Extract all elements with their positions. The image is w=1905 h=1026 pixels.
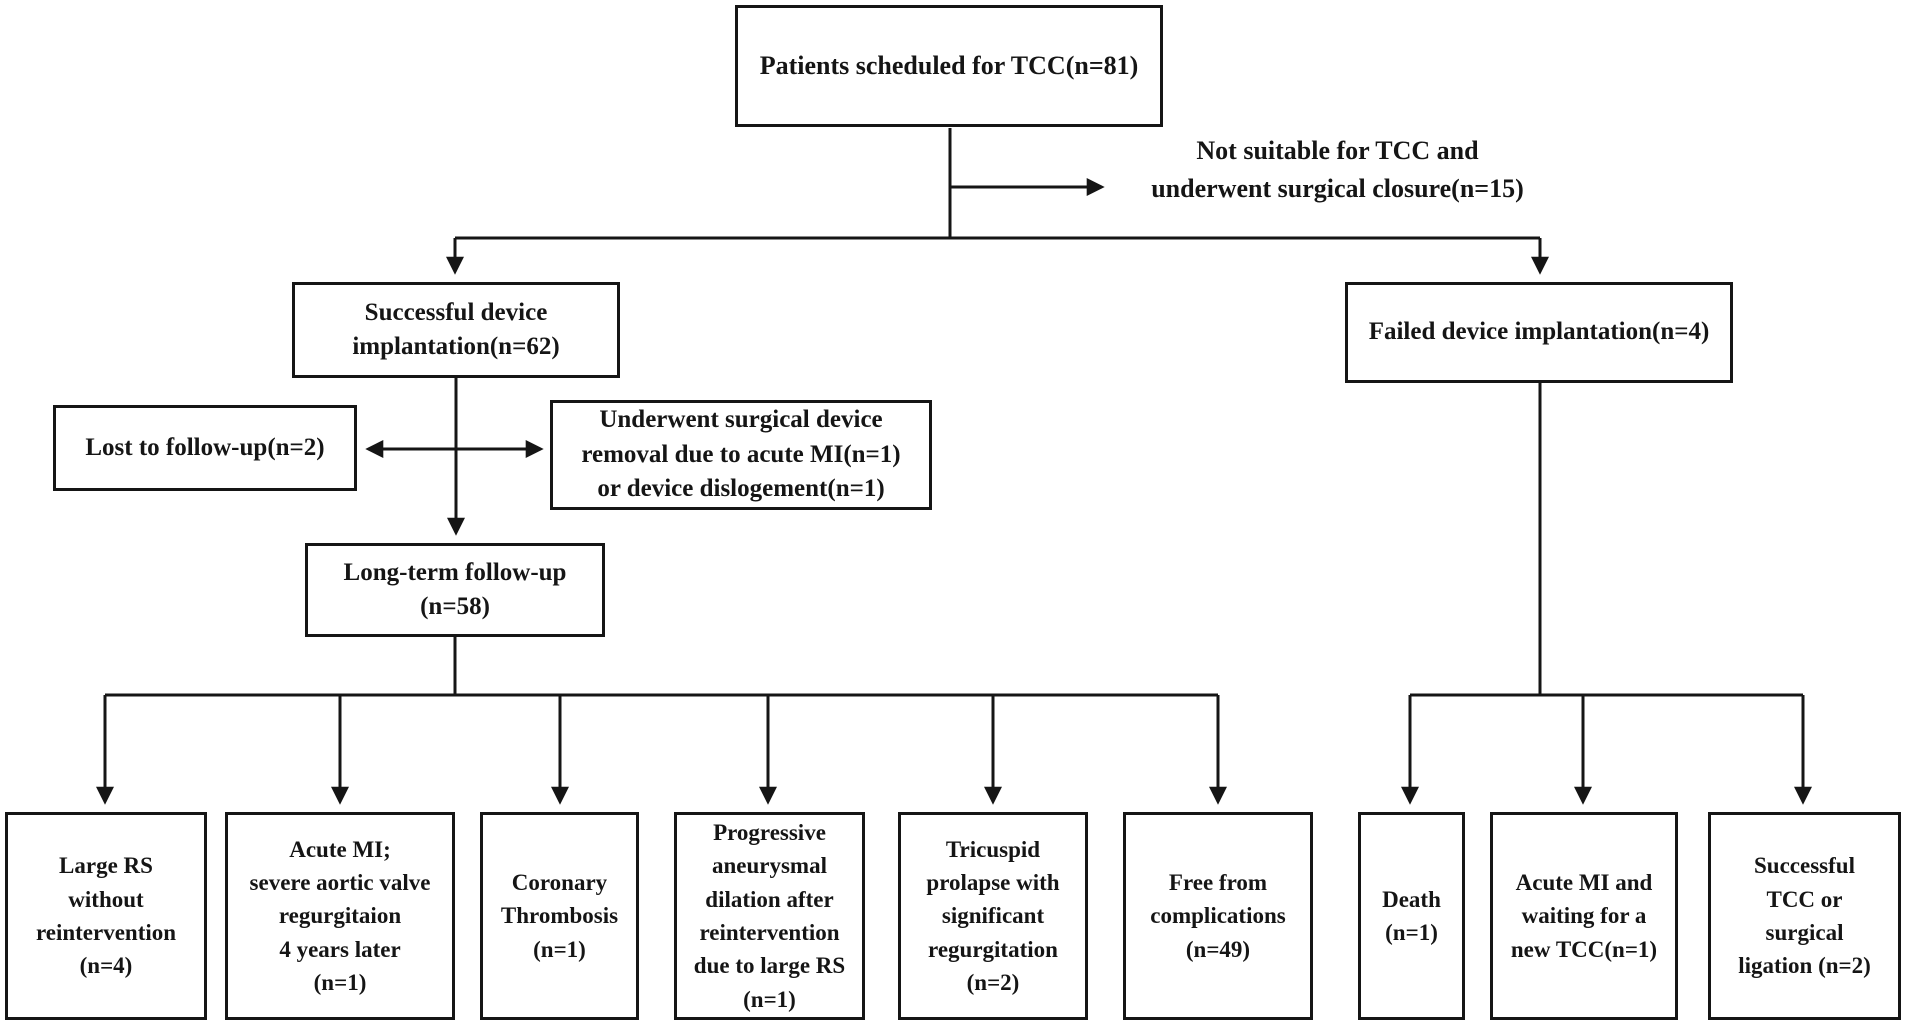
- node-successful-tcc-or-ligation: Successful TCC or surgical ligation (n=2…: [1708, 812, 1901, 1020]
- node-failed-implantation: Failed device implantation(n=4): [1345, 282, 1733, 383]
- node-surgical-device-removal: Underwent surgical device removal due to…: [550, 400, 932, 510]
- node-acute-mi-valve-label: Acute MI; severe aortic valve regurgitai…: [249, 836, 431, 996]
- node-free-from-complications: Free from complications (n=49): [1123, 812, 1313, 1020]
- node-patients-scheduled-label: Patients scheduled for TCC(n=81): [759, 51, 1139, 81]
- node-death: Death (n=1): [1358, 812, 1465, 1020]
- node-tricuspid-prolapse: Tricuspid prolapse with significant regu…: [898, 812, 1088, 1020]
- node-lost-to-follow-up-label: Lost to follow-up(n=2): [85, 433, 325, 461]
- node-acute-mi-valve: Acute MI; severe aortic valve regurgitai…: [225, 812, 455, 1020]
- node-successful-implantation: Successful device implantation(n=62): [292, 282, 620, 378]
- node-long-term-follow-up: Long-term follow-up (n=58): [305, 543, 605, 637]
- node-lost-to-follow-up: Lost to follow-up(n=2): [53, 405, 357, 491]
- node-acute-mi-waiting-label: Acute MI and waiting for a new TCC(n=1): [1510, 869, 1658, 962]
- node-coronary-thrombosis: Coronary Thrombosis (n=1): [480, 812, 639, 1020]
- node-free-from-complications-label: Free from complications (n=49): [1150, 869, 1286, 962]
- node-successful-tcc-or-ligation-label: Successful TCC or surgical ligation (n=2…: [1738, 853, 1871, 979]
- node-aneurysmal-dilation: Progressive aneurysmal dilation after re…: [674, 812, 865, 1020]
- node-tricuspid-prolapse-label: Tricuspid prolapse with significant regu…: [926, 836, 1060, 996]
- node-coronary-thrombosis-label: Coronary Thrombosis (n=1): [500, 869, 619, 962]
- node-death-label: Death (n=1): [1382, 886, 1441, 945]
- node-patients-scheduled: Patients scheduled for TCC(n=81): [735, 5, 1163, 127]
- node-successful-implantation-label: Successful device implantation(n=62): [352, 298, 560, 361]
- label-not-suitable-text: Not suitable for TCC and underwent surgi…: [1151, 136, 1524, 203]
- node-aneurysmal-dilation-label: Progressive aneurysmal dilation after re…: [693, 819, 846, 1012]
- node-large-rs: Large RS without reintervention (n=4): [5, 812, 207, 1020]
- node-large-rs-label: Large RS without reintervention (n=4): [35, 853, 177, 979]
- node-failed-implantation-label: Failed device implantation(n=4): [1368, 318, 1710, 346]
- node-acute-mi-waiting: Acute MI and waiting for a new TCC(n=1): [1490, 812, 1678, 1020]
- node-long-term-follow-up-label: Long-term follow-up (n=58): [343, 558, 567, 621]
- label-not-suitable: Not suitable for TCC and underwent surgi…: [1115, 130, 1560, 210]
- node-surgical-device-removal-label: Underwent surgical device removal due to…: [581, 406, 901, 503]
